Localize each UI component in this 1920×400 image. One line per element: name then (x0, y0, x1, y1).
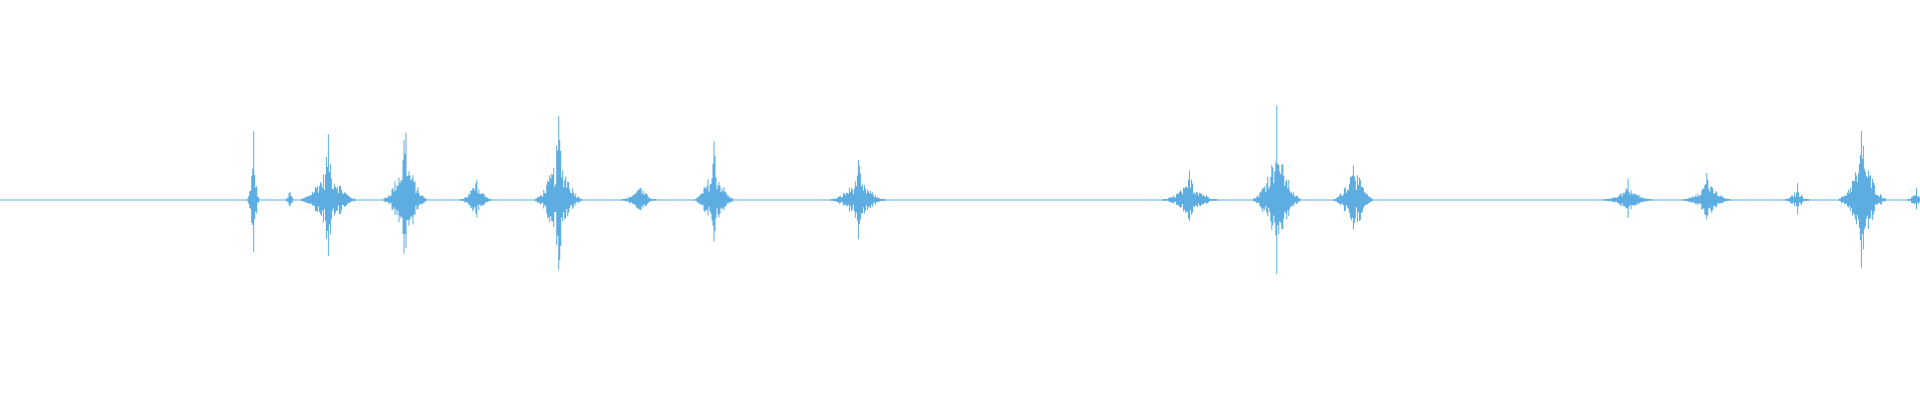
waveform-burst (1838, 131, 1886, 268)
waveform-burst (383, 132, 427, 254)
waveform-burst (830, 160, 885, 240)
waveform-burst (1785, 183, 1810, 215)
waveform-burst (1604, 178, 1652, 218)
waveform-burst (1333, 165, 1373, 230)
waveform-burst (1163, 170, 1217, 221)
waveform-burst (535, 116, 583, 270)
waveform-bursts (247, 105, 1920, 274)
waveform-burst (247, 131, 260, 252)
waveform-burst (1908, 188, 1920, 210)
waveform-burst (694, 141, 734, 242)
waveform-burst (300, 134, 355, 256)
waveform-burst (1683, 173, 1731, 220)
waveform-burst (285, 191, 294, 207)
waveform-burst (460, 179, 492, 218)
waveform-burst (621, 188, 657, 211)
waveform-burst (1253, 105, 1301, 274)
